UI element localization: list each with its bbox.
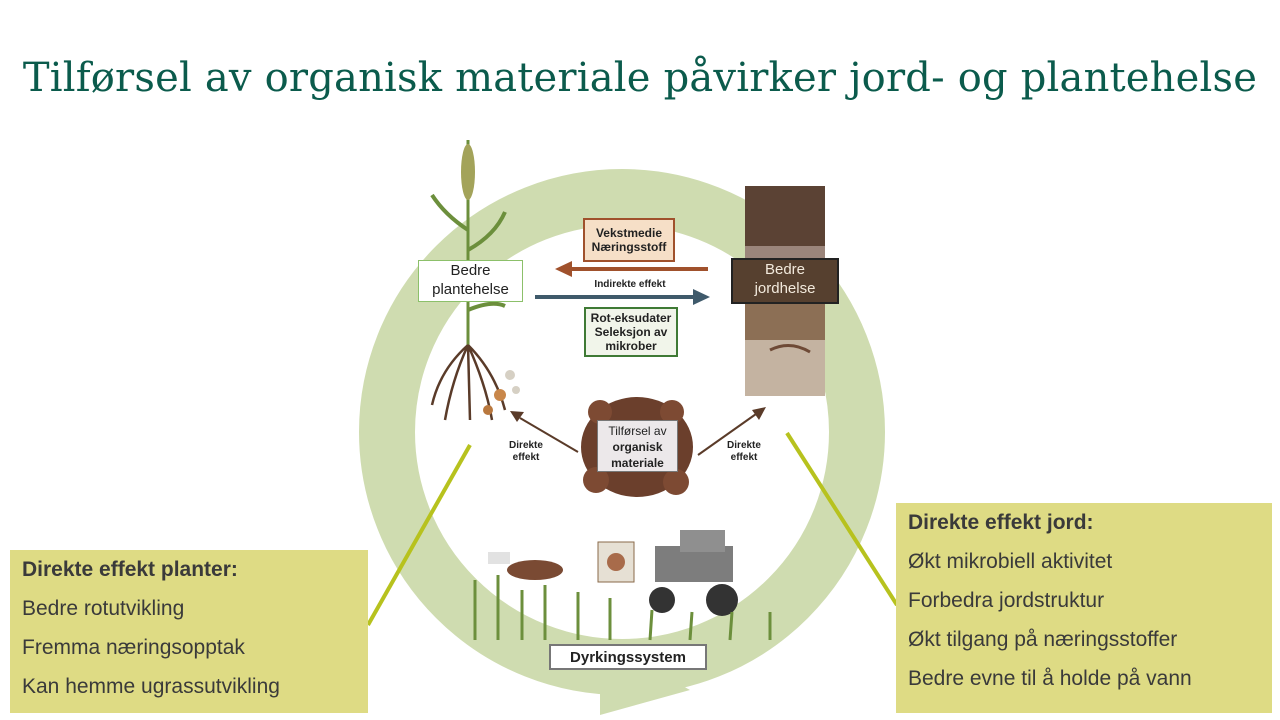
left-panel-heading: Direkte effekt planter: xyxy=(22,558,238,581)
organic-matter-line-1: Tilførsel av xyxy=(608,424,667,438)
farming-scene-illustration xyxy=(473,530,772,641)
plant-health-label: Bedre plantehelse xyxy=(432,262,509,298)
soil-profile-illustration xyxy=(745,186,825,396)
right-connector-line xyxy=(785,431,899,607)
left-info-panel: Direkte effekt planter: Bedre rotutvikli… xyxy=(10,550,368,713)
left-connector-line xyxy=(366,444,472,626)
direct-arrow-right xyxy=(697,413,757,456)
direct-left-line-2: effekt xyxy=(512,452,540,463)
organic-matter-box: Tilførsel av organisk materiale xyxy=(597,420,678,472)
direct-right-line-1: Direkte xyxy=(727,440,761,451)
direct-left-line-1: Direkte xyxy=(509,440,543,451)
organic-matter-line-2: organisk xyxy=(612,440,663,454)
farming-system-box: Dyrkingssystem xyxy=(549,644,707,670)
soil-health-label: Bedre jordhelse xyxy=(754,261,816,297)
direct-right-line-2: effekt xyxy=(730,452,758,463)
root-exudates-line-3: mikrober xyxy=(605,339,657,353)
root-exudates-box: Rot-eksudater Seleksjon av mikrober xyxy=(584,307,678,357)
indirect-effect-label: Indirekte effekt xyxy=(594,279,666,290)
right-panel-item: Forbedra jordstruktur xyxy=(908,589,1105,612)
growth-medium-box: Vekstmedie Næringsstoff xyxy=(583,218,675,262)
left-panel-item: Kan hemme ugrassutvikling xyxy=(22,675,280,698)
right-panel-item: Økt mikrobiell aktivitet xyxy=(908,550,1113,573)
page-title: Tilførsel av organisk materiale påvirker… xyxy=(22,55,1258,101)
organic-matter-line-3: materiale xyxy=(611,456,664,470)
left-panel-item: Fremma næringsopptak xyxy=(22,636,245,659)
right-panel-heading: Direkte effekt jord: xyxy=(908,511,1094,534)
root-exudates-line-2: Seleksjon av xyxy=(594,325,668,339)
right-panel-item: Bedre evne til å holde på vann xyxy=(908,667,1192,690)
direct-arrow-left xyxy=(519,417,579,453)
plant-health-box: Bedre plantehelse xyxy=(418,260,523,302)
direct-effect-left: Direkte effekt xyxy=(498,440,554,464)
growth-medium-line-1: Vekstmedie xyxy=(595,226,663,240)
direct-effect-right: Direkte effekt xyxy=(716,440,772,464)
farming-system-label: Dyrkingssystem xyxy=(570,649,686,666)
growth-medium-line-2: Næringsstoff xyxy=(591,240,667,254)
right-panel-item: Økt tilgang på næringsstoffer xyxy=(908,628,1178,651)
right-info-panel: Direkte effekt jord: Økt mikrobiell akti… xyxy=(896,503,1272,713)
soil-health-box: Bedre jordhelse xyxy=(731,258,839,304)
left-panel-item: Bedre rotutvikling xyxy=(22,597,185,620)
root-exudates-line-1: Rot-eksudater xyxy=(590,311,672,325)
